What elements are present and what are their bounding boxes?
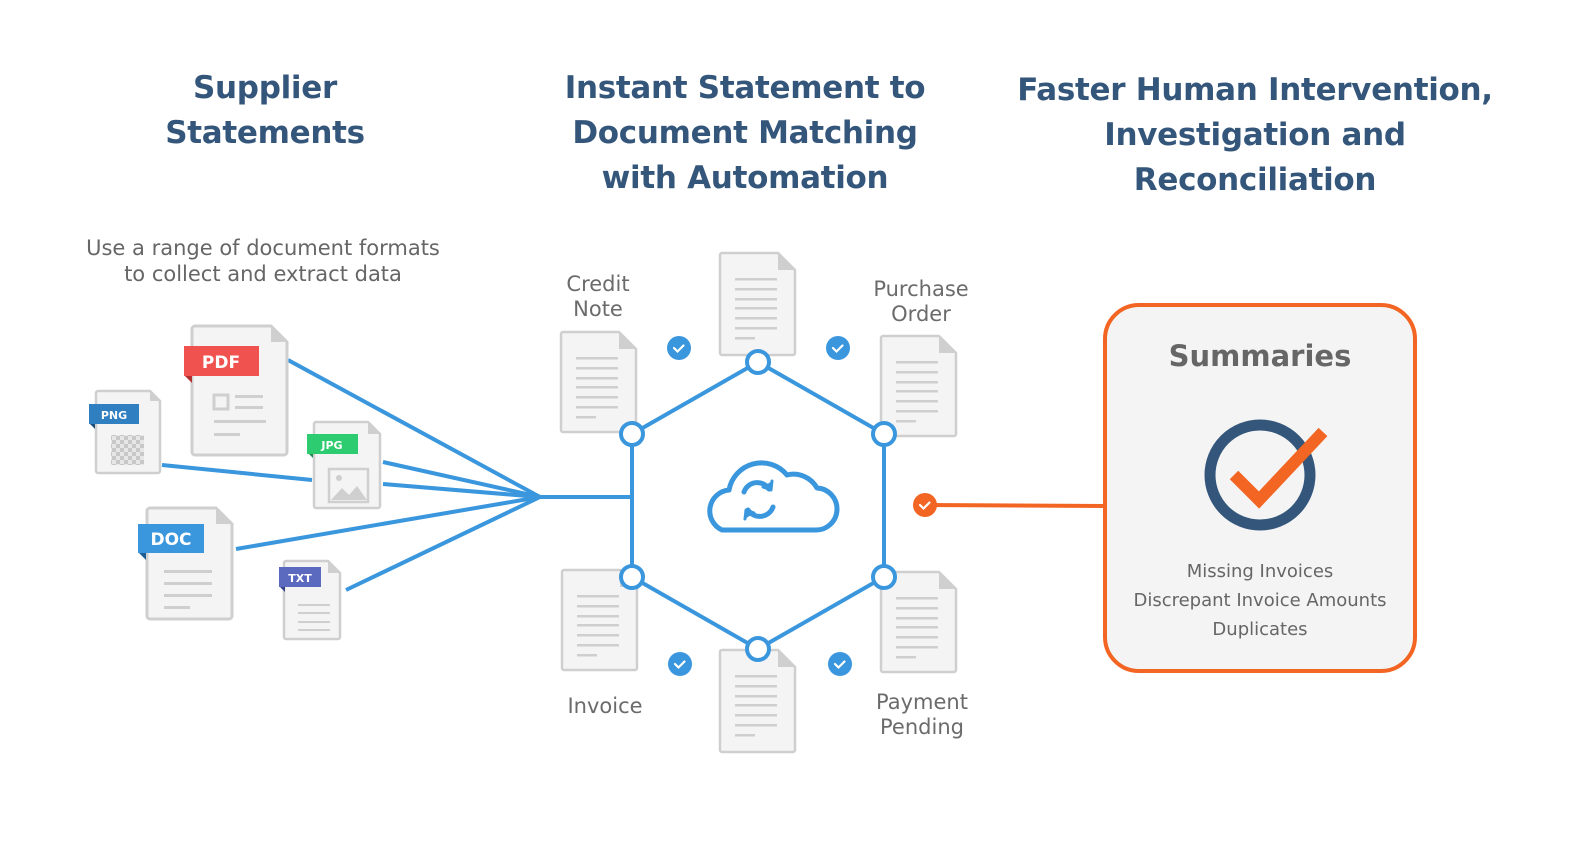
supplier-subtext: Use a range of document formats to colle… xyxy=(63,235,463,287)
orange-check-icon xyxy=(913,493,937,517)
summary-title: Summaries xyxy=(1168,339,1352,373)
summary-item: Discrepant Invoice Amounts xyxy=(1133,590,1387,611)
hex-documents xyxy=(559,251,958,754)
heading-line: Investigation and xyxy=(1104,117,1406,153)
connector-doc xyxy=(235,495,541,551)
check-icon xyxy=(826,336,850,360)
label-credit-note: Credit Note xyxy=(548,272,648,322)
connector-jpg-a xyxy=(382,460,541,499)
label-line: Payment xyxy=(876,690,968,714)
label-invoice: Invoice xyxy=(550,694,660,719)
heading-line: Document Matching xyxy=(572,115,918,151)
doc-bottom xyxy=(718,648,797,754)
connector-txt xyxy=(345,495,541,592)
node-top-right xyxy=(871,421,897,447)
heading-instant-matching: Instant Statement to Document Matching w… xyxy=(545,66,945,201)
node-top xyxy=(745,349,771,375)
file-txt: TXT xyxy=(279,559,342,641)
doc-invoice xyxy=(560,568,639,672)
label-line: Invoice xyxy=(567,694,643,718)
heading-supplier-statements: Supplier Statements xyxy=(115,66,415,156)
doc-payment-pending xyxy=(879,570,958,674)
format-connectors xyxy=(161,358,632,592)
heading-line: Instant Statement to xyxy=(564,70,926,106)
check-icon xyxy=(828,652,852,676)
file-pdf: PDF xyxy=(184,324,289,457)
heading-line: Reconciliation xyxy=(1133,162,1377,198)
heading-line: Faster Human Intervention, xyxy=(1017,72,1493,108)
check-icon xyxy=(668,652,692,676)
summary-list: Missing Invoices Discrepant Invoice Amou… xyxy=(1107,557,1413,644)
node-bottom xyxy=(745,636,771,662)
cloud-sync-icon xyxy=(707,460,840,533)
file-jpg: JPG xyxy=(307,420,382,510)
check-badges xyxy=(667,336,852,676)
summary-card: Summaries Missing Invoices Discrepant In… xyxy=(1103,303,1417,673)
hexagon-nodes xyxy=(619,349,897,662)
heading-human-intervention: Faster Human Intervention, Investigation… xyxy=(1000,68,1510,203)
label-line: Credit xyxy=(566,272,630,296)
connector-jpg-b xyxy=(382,482,541,499)
tag-png: PNG xyxy=(101,409,127,422)
label-line: Note xyxy=(573,297,623,321)
label-purchase-order: Purchase Order xyxy=(861,277,981,327)
check-circle-icon xyxy=(1204,419,1328,531)
connector-png xyxy=(161,463,313,482)
heading-line: Statements xyxy=(165,115,365,151)
check-icon xyxy=(667,336,691,360)
file-png: PNG xyxy=(89,389,162,475)
label-line: Order xyxy=(891,302,951,326)
doc-top xyxy=(718,251,797,357)
node-bottom-left xyxy=(619,564,645,590)
heading-line: with Automation xyxy=(601,160,889,196)
summary-item: Duplicates xyxy=(1212,619,1308,640)
label-line: Pending xyxy=(880,715,964,739)
summary-item: Missing Invoices xyxy=(1186,561,1334,582)
tag-jpg: JPG xyxy=(320,439,342,452)
label-line: Purchase xyxy=(873,277,969,301)
tag-doc: DOC xyxy=(150,530,191,550)
tag-pdf: PDF xyxy=(202,353,240,373)
tag-txt: TXT xyxy=(288,572,312,585)
node-top-left xyxy=(619,421,645,447)
hexagon-outline xyxy=(630,359,886,652)
subtext-line: to collect and extract data xyxy=(124,262,402,286)
node-bottom-right xyxy=(871,564,897,590)
doc-credit-note xyxy=(559,330,638,434)
subtext-line: Use a range of document formats xyxy=(86,236,440,260)
file-doc: DOC xyxy=(138,506,234,621)
connector-pdf xyxy=(287,358,541,499)
heading-line: Supplier xyxy=(193,70,337,106)
summary-connector xyxy=(925,503,1106,508)
label-payment-pending: Payment Pending xyxy=(862,690,982,740)
doc-purchase-order xyxy=(879,334,958,438)
